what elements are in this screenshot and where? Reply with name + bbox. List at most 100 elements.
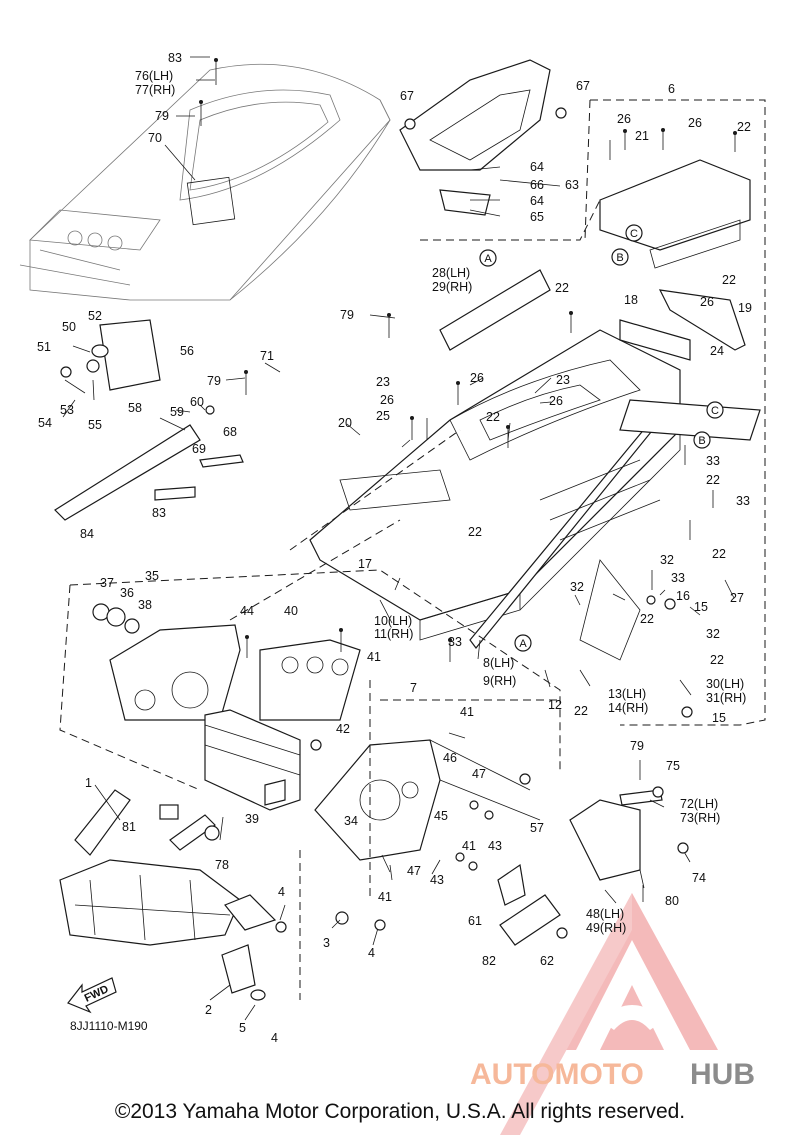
part-label: 65: [530, 210, 544, 224]
heat-exchanger: [204, 709, 301, 811]
part-label: 1: [85, 776, 92, 790]
part-label: 18: [624, 293, 638, 307]
part-label: 58: [128, 401, 142, 415]
part-label: 29(RH): [432, 280, 472, 294]
part-label: 39: [245, 812, 259, 826]
callout-a-bottom: A: [519, 638, 527, 650]
part-label: 13(LH): [608, 687, 646, 701]
part-label: 22: [574, 704, 588, 718]
side-rails: [54, 269, 551, 521]
group-outlines: [59, 99, 766, 1000]
part-label: 32: [660, 553, 674, 567]
part-label: 70: [148, 131, 162, 145]
part-label: 32: [706, 627, 720, 641]
watermark-text-hub: HUB: [690, 1058, 755, 1091]
part-label: 47: [472, 767, 486, 781]
part-label: 22: [710, 653, 724, 667]
part-label: 33: [706, 454, 720, 468]
fasteners: [199, 58, 737, 939]
callout-b-top: B: [616, 252, 623, 264]
callout-markers: A B C A B C: [479, 224, 724, 652]
part-label: 22: [555, 281, 569, 295]
part-label: 62: [540, 954, 554, 968]
watermark-logo: [500, 893, 718, 1135]
part-label: 28(LH): [432, 266, 470, 280]
part-label: 79: [155, 109, 169, 123]
part-label: 22: [486, 410, 500, 424]
part-label: 22: [468, 525, 482, 539]
part-label: 67: [576, 79, 590, 93]
part-label: 23: [376, 375, 390, 389]
part-label: 5: [239, 1021, 246, 1035]
part-label: 83: [152, 506, 166, 520]
part-label: 56: [180, 344, 194, 358]
part-label: 71: [260, 349, 274, 363]
part-label: 15: [712, 711, 726, 725]
part-label: 34: [344, 814, 358, 828]
part-labels: 83 76(LH) 77(RH) 79 70 67 67 6 26 21 26 …: [37, 51, 752, 1045]
watermark-text: AUTOMOTO HUB: [470, 1058, 755, 1091]
part-label: 47: [407, 864, 421, 878]
part-label: 49(RH): [586, 921, 626, 935]
part-label: 76(LH): [135, 69, 173, 83]
part-label: 67: [400, 89, 414, 103]
rear-bumper: [399, 59, 551, 216]
part-label: 4: [368, 946, 375, 960]
part-label: 83: [168, 51, 182, 65]
part-label: 31(RH): [706, 691, 746, 705]
part-label: 12: [548, 698, 562, 712]
small-parts: [60, 319, 663, 1001]
part-label: 60: [190, 395, 204, 409]
part-label: 26: [700, 295, 714, 309]
part-label: 79: [340, 308, 354, 322]
part-label: 33: [736, 494, 750, 508]
rear-flap-plate: [599, 159, 751, 361]
part-label: 78: [215, 858, 229, 872]
fwd-arrow: FWD: [67, 977, 117, 1014]
part-label: 48(LH): [586, 907, 624, 921]
part-label: 11(RH): [374, 627, 413, 641]
part-label: 41: [367, 650, 381, 664]
part-label: 25: [376, 409, 390, 423]
front-brackets: [92, 603, 361, 721]
part-label: 14(RH): [608, 701, 648, 715]
part-label: 37: [100, 576, 114, 590]
part-label: 59: [170, 405, 184, 419]
part-label: 2: [205, 1003, 212, 1017]
part-label: 7: [410, 681, 417, 695]
watermark-text-auto: AUTOMOTO: [470, 1058, 644, 1091]
part-label: 40: [284, 604, 298, 618]
tunnel-frame: [309, 329, 761, 661]
part-label: 10(LH): [374, 614, 412, 628]
part-label: 54: [38, 416, 52, 430]
part-label: 26: [470, 371, 484, 385]
seat-assembly: [19, 63, 391, 301]
part-label: 33: [448, 635, 462, 649]
part-label: 24: [710, 344, 724, 358]
part-label: 43: [488, 839, 502, 853]
part-label: 4: [278, 885, 285, 899]
part-label: 75: [666, 759, 680, 773]
part-label: 41: [460, 705, 474, 719]
callout-b-right: B: [698, 435, 705, 447]
part-label: 41: [378, 890, 392, 904]
part-label: 9(RH): [483, 674, 516, 688]
diagram-code: 8JJ1110-M190: [70, 1019, 148, 1033]
part-label: 73(RH): [680, 811, 720, 825]
part-label: 22: [737, 120, 751, 134]
part-label: 42: [336, 722, 350, 736]
part-label: 22: [706, 473, 720, 487]
callout-c-top: C: [630, 228, 638, 240]
part-label: 84: [80, 527, 94, 541]
part-label: 26: [380, 393, 394, 407]
part-label: 51: [37, 340, 51, 354]
part-label: 80: [665, 894, 679, 908]
part-label: 32: [570, 580, 584, 594]
part-label: 55: [88, 418, 102, 432]
part-label: 8(LH): [483, 656, 514, 670]
part-label: 61: [468, 914, 482, 928]
part-label: 66: [530, 178, 544, 192]
part-label: 64: [530, 194, 544, 208]
part-label: 17: [358, 557, 372, 571]
part-label: 81: [122, 820, 136, 834]
